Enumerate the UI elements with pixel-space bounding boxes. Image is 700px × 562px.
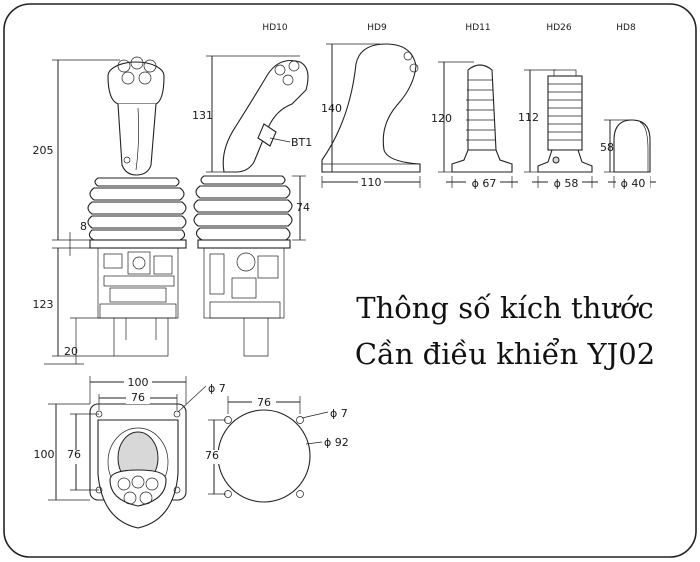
handle-hd8: 58 ϕ 40: [600, 119, 656, 190]
dim-hd11-diameter: ϕ 67: [472, 177, 497, 190]
front-view-joystick: [87, 56, 187, 357]
handle-hd26: 112 ϕ 58: [518, 69, 598, 190]
dim-hd26-diameter: ϕ 58: [554, 177, 579, 190]
top-view-dimensions: 100 76 ϕ 7 100 76: [34, 374, 226, 501]
front-view-dimensions: 205 8 123 20: [33, 59, 120, 365]
dim-cutout-diameter: ϕ 92: [324, 436, 349, 449]
dim-hole-diameter: ϕ 7: [208, 382, 226, 395]
dim-cutout-hole: ϕ 7: [330, 407, 348, 420]
title-line-1: Thông số kích thước: [356, 291, 653, 325]
top-view-flange: [89, 403, 187, 529]
dim-flange-height: 100: [34, 448, 55, 461]
label-hd9: HD9: [367, 23, 387, 33]
dim-hd8-diameter: ϕ 40: [621, 177, 646, 190]
label-hd26: HD26: [546, 23, 571, 33]
dim-hd10-height: 131: [192, 109, 213, 122]
dim-flange-thickness: 8: [80, 220, 87, 233]
dim-hd11-height: 120: [431, 112, 452, 125]
dim-boot-height: 74: [296, 201, 310, 214]
button-label-bt1: BT1: [291, 136, 312, 149]
dim-hd9-height: 140: [321, 102, 342, 115]
dim-total-height: 205: [33, 144, 54, 157]
dim-hd8-height: 58: [600, 141, 614, 154]
dim-cutout-spacing-y: 76: [205, 449, 219, 462]
label-hd10: HD10: [262, 23, 287, 33]
dim-hole-spacing-y: 76: [67, 448, 81, 461]
handle-hd9: 140 110: [321, 43, 421, 189]
dim-cutout-spacing-x: 76: [257, 396, 271, 409]
dim-hole-spacing-x: 76: [131, 391, 145, 404]
title-line-2: Cần điều khiển YJ02: [355, 336, 655, 371]
side-view-joystick: BT1: [193, 59, 312, 357]
dim-hd9-width: 110: [361, 176, 382, 189]
side-view-dimensions: 131 74: [192, 55, 310, 241]
panel-cutout: 76 ϕ 7 ϕ 92 76: [202, 394, 349, 503]
dim-bottom-offset: 20: [64, 345, 78, 358]
label-hd8: HD8: [616, 23, 636, 33]
dim-flange-width: 100: [128, 376, 149, 389]
dim-lower-height: 123: [33, 298, 54, 311]
label-hd11: HD11: [465, 23, 490, 33]
handle-labels: HD10 HD9 HD11 HD26 HD8: [262, 23, 636, 33]
dim-hd26-height: 112: [518, 111, 539, 124]
handle-hd11: 120 ϕ 67: [431, 61, 518, 190]
